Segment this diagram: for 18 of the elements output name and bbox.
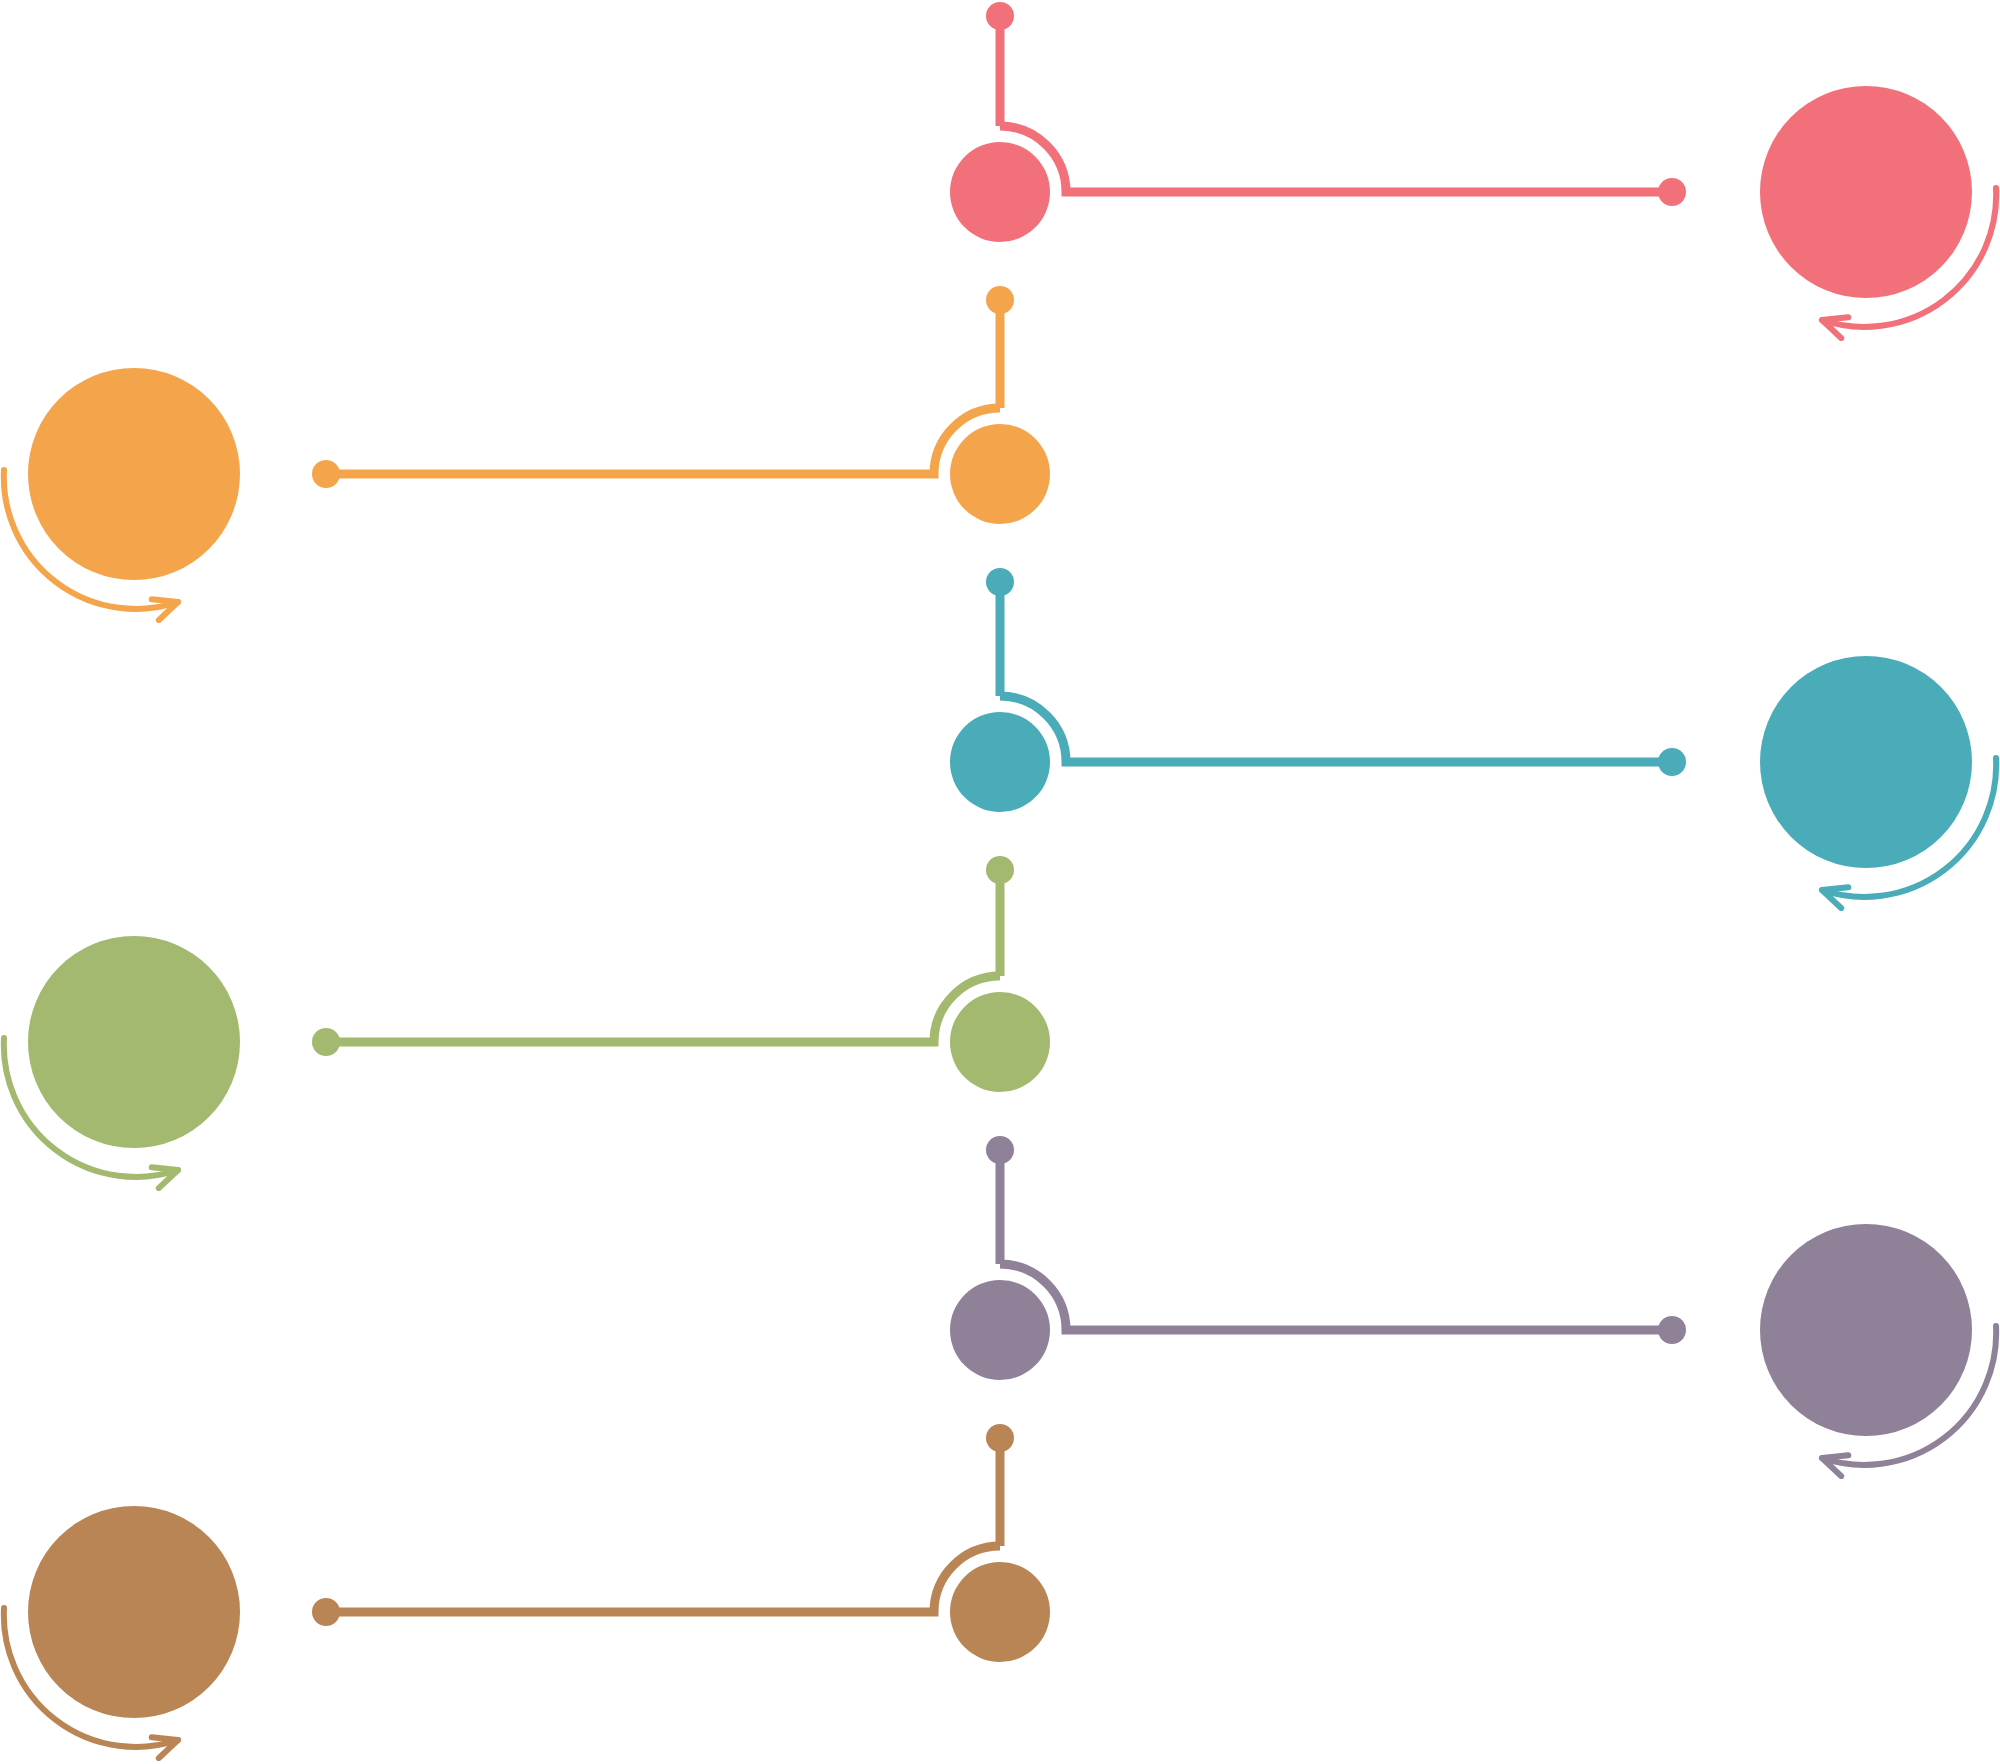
connector-line: [986, 1424, 1014, 1546]
connector-line: [312, 403, 1001, 488]
connector-line: [986, 568, 1014, 696]
small-circle: [950, 142, 1050, 242]
connector-line: [999, 121, 1686, 206]
connector-line: [986, 2, 1014, 126]
small-circle: [950, 1562, 1050, 1662]
connector-line: [986, 856, 1014, 976]
connector-line: [999, 691, 1686, 776]
small-circle: [950, 992, 1050, 1092]
small-circle: [950, 712, 1050, 812]
connector-line: [312, 1541, 1001, 1626]
connector-line: [999, 1259, 1686, 1344]
connector-line: [312, 971, 1001, 1056]
small-circle: [950, 1280, 1050, 1380]
small-circle: [950, 424, 1050, 524]
connector-line: [986, 1136, 1014, 1264]
connector-line: [986, 286, 1014, 408]
